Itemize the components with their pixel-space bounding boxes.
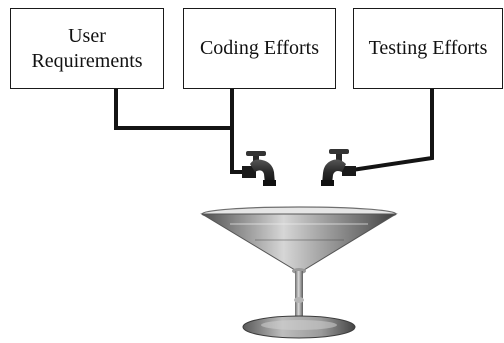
left-water-faucet-icon bbox=[242, 151, 276, 186]
testing-efforts-pipe bbox=[351, 89, 434, 172]
testing-efforts-label: Testing Efforts bbox=[368, 37, 488, 59]
coding-efforts-box: Coding Efforts bbox=[183, 8, 336, 89]
connector-lines bbox=[114, 89, 434, 174]
right-water-faucet-icon bbox=[321, 149, 356, 186]
user-requirements-pipe bbox=[114, 89, 232, 130]
coding-efforts-pipe bbox=[230, 89, 250, 174]
martini-glass-icon bbox=[200, 206, 398, 339]
coding-efforts-label: Coding Efforts bbox=[199, 37, 320, 59]
testing-efforts-box: Testing Efforts bbox=[353, 8, 503, 89]
user-requirements-box: User Requirements bbox=[10, 8, 164, 89]
user-requirements-label: User Requirements bbox=[31, 24, 143, 72]
